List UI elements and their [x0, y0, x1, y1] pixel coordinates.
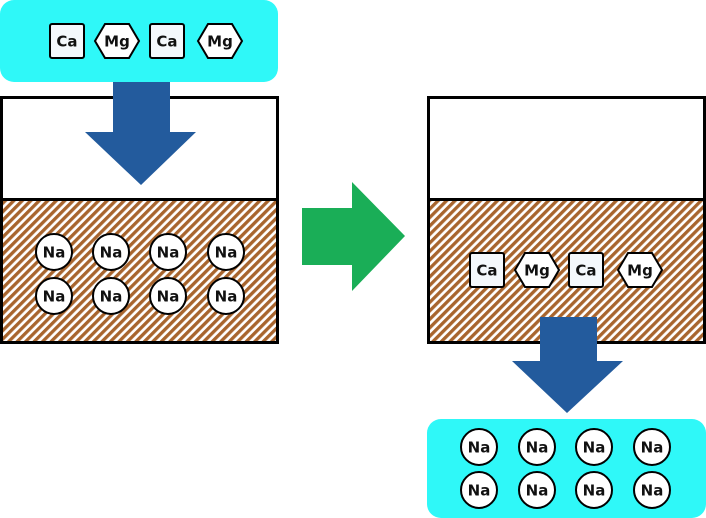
sodium-ion-circle: [575, 471, 613, 509]
sodium-ion-circle: [518, 471, 556, 509]
ion-label: Na: [468, 439, 491, 457]
left-resin-bed: [0, 198, 279, 344]
sodium-ion-circle: [207, 277, 245, 315]
ion-label: Na: [157, 288, 180, 306]
ion-label: Na: [43, 288, 66, 306]
sodium-ion-circle: [35, 233, 73, 271]
ion-label: Na: [100, 288, 123, 306]
ion-label: Ca: [476, 262, 497, 280]
outflow-arrow-icon: [512, 317, 623, 413]
calcium-ion-square: [568, 252, 604, 288]
magnesium-ion-hexagon: [196, 23, 244, 59]
sodium-ion-circle: [460, 471, 498, 509]
ion-label: Na: [215, 288, 238, 306]
ion-label: Na: [215, 244, 238, 262]
ion-label: Mg: [104, 33, 130, 51]
sodium-ion-circle: [207, 233, 245, 271]
ion-label: Na: [641, 482, 664, 500]
sodium-ion-circle: [633, 428, 671, 466]
magnesium-ion-hexagon: [616, 252, 664, 288]
ion-label: Na: [100, 244, 123, 262]
ion-label: Mg: [207, 33, 233, 51]
ion-label: Na: [583, 439, 606, 457]
sodium-ion-circle: [149, 233, 187, 271]
ion-label: Na: [526, 439, 549, 457]
ion-label: Mg: [524, 262, 550, 280]
right-resin-ion-group: Ca Mg Ca Mg: [469, 252, 664, 288]
sodium-ion-circle: [575, 428, 613, 466]
ion-label: Na: [43, 244, 66, 262]
ion-label: Mg: [627, 262, 653, 280]
process-right-arrow-icon: [302, 182, 405, 291]
ion-label: Ca: [156, 33, 177, 51]
sodium-ion-circle: [149, 277, 187, 315]
ion-label: Na: [526, 482, 549, 500]
calcium-ion-square: [149, 23, 185, 59]
ion-label: Na: [157, 244, 180, 262]
ion-label: Na: [583, 482, 606, 500]
inflow-arrow-icon: [85, 82, 196, 185]
sodium-ion-circle: [518, 428, 556, 466]
magnesium-ion-hexagon: [513, 252, 561, 288]
ion-label: Ca: [56, 33, 77, 51]
ion-label: Ca: [575, 262, 596, 280]
sodium-ion-circle: [92, 277, 130, 315]
sodium-ion-circle: [460, 428, 498, 466]
ion-label: Na: [468, 482, 491, 500]
ion-label: Na: [641, 439, 664, 457]
right-vessel-water: [427, 96, 706, 201]
calcium-ion-square: [469, 252, 505, 288]
input-ion-group: Ca Mg Ca Mg: [49, 23, 244, 59]
sodium-ion-circle: [633, 471, 671, 509]
magnesium-ion-hexagon: [93, 23, 141, 59]
sodium-ion-circle: [92, 233, 130, 271]
calcium-ion-square: [49, 23, 85, 59]
sodium-ion-circle: [35, 277, 73, 315]
